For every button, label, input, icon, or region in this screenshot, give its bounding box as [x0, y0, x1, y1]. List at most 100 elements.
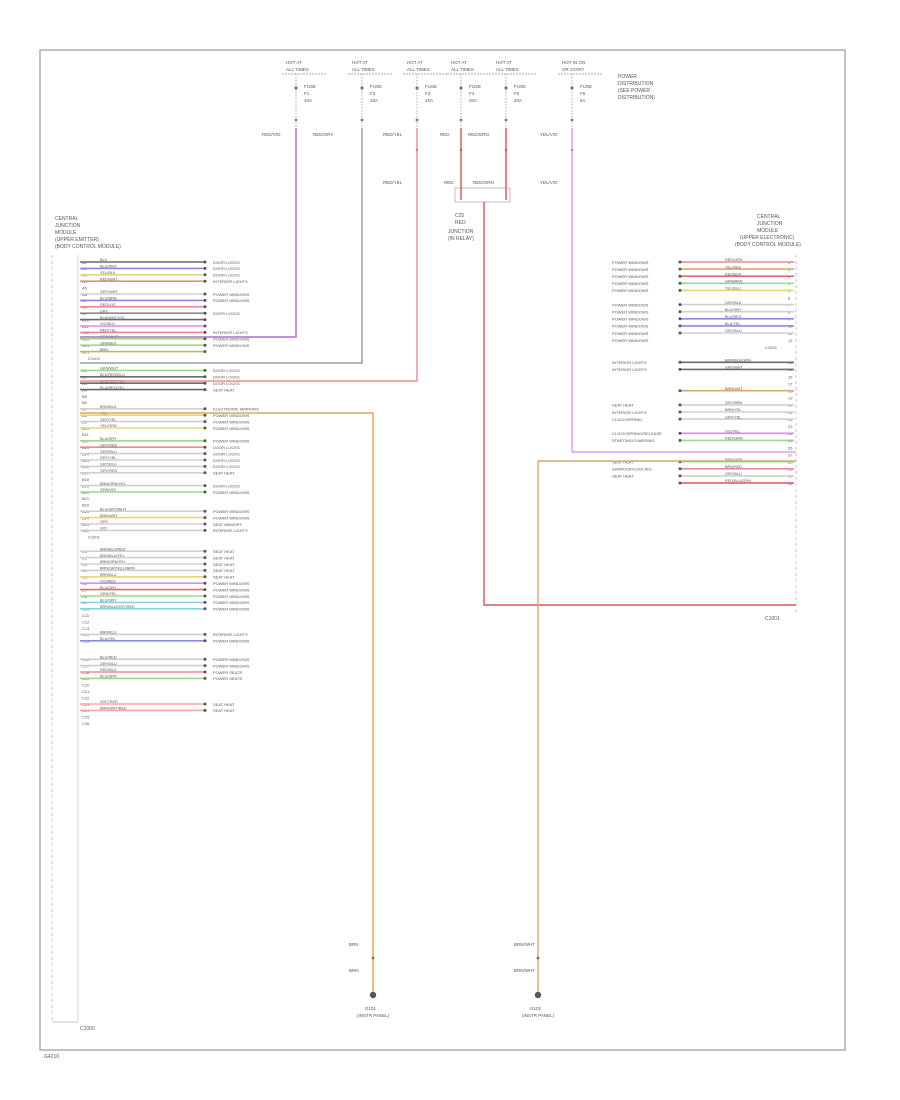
wire-destination: INTERIOR LIGHTS: [213, 330, 248, 335]
wire-color-label: BLU/YEL: [100, 637, 116, 641]
wire-terminal: [203, 657, 207, 661]
fuse-label: F3: [425, 91, 431, 96]
connector-row: C22: [82, 695, 90, 700]
fuse-label: FUSE: [370, 84, 382, 89]
wire-terminal: [678, 267, 682, 271]
wire-color-label: VIO/BLU: [100, 322, 115, 326]
wire-terminal: [203, 664, 207, 668]
fuse-label: F2: [370, 91, 376, 96]
wire-destination: POWER WINDOWS: [612, 288, 649, 293]
fuse-label: FUSE: [425, 84, 437, 89]
connector-row: 31RED/BLU/GRN: [678, 479, 794, 486]
wire-color-label: GRY/RED: [100, 443, 117, 447]
wire-color-label: BRN/GRN/YEL: [100, 560, 126, 564]
pin-number: C21: [82, 689, 90, 694]
wire-terminal: [678, 310, 682, 314]
pin-number: C26: [82, 721, 90, 726]
wire-destination: POWER WINDOWS: [213, 663, 250, 668]
wire-destination: SEAT MEMORY: [213, 522, 242, 527]
wire-color-label: BLU/BRN: [100, 297, 117, 301]
wire-terminal: [203, 266, 207, 270]
wire-destination: POWER WINDOWS: [213, 426, 250, 431]
wire-destination: SEAT HEAT: [213, 387, 235, 392]
wire-terminal: [203, 708, 207, 712]
wire-destination: POWER WINDOWS: [213, 607, 250, 612]
pin-number: B18: [82, 477, 90, 482]
feed-wire-gray: [80, 128, 363, 364]
ground-wire-right: [537, 460, 796, 992]
wire-color-label: GRN/WHT: [100, 367, 119, 371]
wire-color-label: BLU/GRY/WHT: [100, 507, 127, 511]
wire-color-label: BRN/WHT: [514, 968, 535, 973]
wire-color-label: GRY: [100, 520, 109, 524]
wire-terminal: [203, 452, 207, 456]
relay-junction: C25 RED JUNCTION (IN RELAY): [448, 187, 511, 242]
wire-terminal: [678, 403, 682, 407]
wire-color-label: RED/BLU/GRN: [725, 479, 751, 483]
fuse-supply-label: HOT AT: [451, 60, 467, 65]
splice-dot: [536, 956, 540, 960]
wire-color-label: GRN/BRN: [725, 280, 743, 284]
wire-destination: POWER WINDOWS: [213, 343, 250, 348]
connector-row: A15BRN: [80, 348, 207, 354]
wire-terminal: [678, 360, 682, 364]
wire-color-label: GRY/BLU: [725, 329, 742, 333]
wire-terminal: [203, 273, 207, 277]
wire-terminal: [203, 350, 207, 354]
wire-destination: CLOCK/SPRING: [612, 417, 642, 422]
connector-row: A5: [82, 285, 88, 290]
pin-number: B22: [82, 503, 90, 508]
right-module-title: CENTRAL JUNCTION MODULE (UPPER ELECTRONI…: [735, 214, 801, 248]
connector-row: C12: [82, 619, 90, 624]
wire-destination: POWER WINDOWS: [213, 587, 250, 592]
wire-destination: POWER SEATS: [213, 670, 242, 675]
wire-terminal: [203, 509, 207, 513]
wire-terminal: [203, 292, 207, 296]
fuse-terminal: [504, 86, 508, 90]
fuse-amp: 15A: [425, 98, 433, 103]
wire-terminal: [203, 458, 207, 462]
fuse-supply-label: HOT AT: [407, 60, 423, 65]
wire-color-label: YEL/VIO: [540, 132, 558, 137]
wire-color-label: GRN/YEL: [100, 592, 117, 596]
fuse-terminal: [294, 86, 298, 90]
wire-color-label: BRN/WHT/RED: [100, 707, 127, 711]
connector-row: A10BLK/WHT/YEL: [80, 316, 207, 322]
wire-destination: DOOR LOCKS: [213, 266, 240, 271]
wire-color-label: RED/YEL: [383, 180, 403, 185]
wire-color-label: BLK/WHT/YEL: [100, 316, 125, 320]
fuse-label: FUSE: [469, 84, 481, 89]
wire-destination: POWER WINDOWS: [612, 331, 649, 336]
wire-terminal: [678, 481, 682, 485]
connector-id: C1000: [88, 356, 101, 361]
ground-wire-left: [80, 412, 374, 992]
connector-id: C1001: [88, 535, 101, 540]
wire-color-label: BLK/RED/BLU: [100, 373, 125, 377]
fuse-terminal: [415, 86, 419, 90]
wire-terminal: [678, 303, 682, 307]
pin-number: 12: [788, 338, 793, 343]
wire-color-label: VIO: [100, 527, 107, 531]
connector-row: A1BLKDOOR LOCKS: [80, 258, 240, 265]
pin-number: 19: [788, 396, 793, 401]
wire-destination: INTERIOR LIGHTS: [612, 360, 647, 365]
